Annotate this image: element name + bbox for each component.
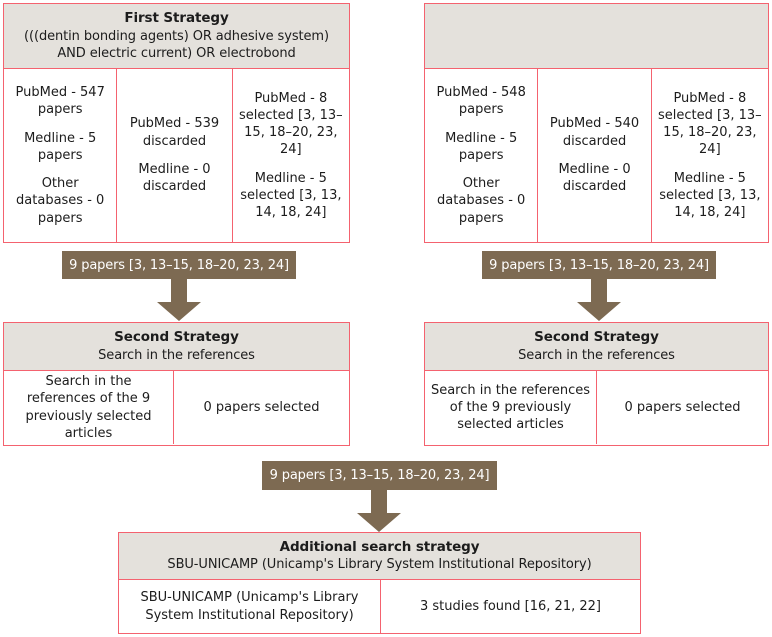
left-second-strategy-columns: Search in the references of the 9 previo… <box>4 371 349 444</box>
left-found-line-2: Medline - 5 papers <box>24 130 97 163</box>
left-second-strategy-col-action: Search in the references of the 9 previo… <box>4 371 173 444</box>
right-second-action-text: Search in the references of the 9 previo… <box>430 382 591 433</box>
additional-source-text: SBU-UNICAMP (Unicamp's Library System In… <box>140 590 359 623</box>
left-second-strategy-header: Second Strategy Search in the references <box>4 323 349 371</box>
right-discarded-line-2: Medline - 0 discarded <box>558 162 631 195</box>
left-first-strategy-columns: PubMed - 547 papers Medline - 5 papers O… <box>4 69 349 242</box>
left-second-action-text: Search in the references of the 9 previo… <box>25 373 152 441</box>
left-found-line-1: PubMed - 547 papers <box>15 85 105 118</box>
additional-strategy-columns: SBU-UNICAMP (Unicamp's Library System In… <box>119 580 640 633</box>
right-second-strategy-columns: Search in the references of the 9 previo… <box>425 371 768 444</box>
right-selected-line-2: Medline - 5 selected [3, 13, 14, 18, 24] <box>659 170 761 221</box>
left-first-strategy-query-line2: AND electric current) OR electrobond <box>57 45 296 61</box>
right-found-line-3: Other databases - 0 papers <box>437 176 526 226</box>
additional-strategy-col-result: 3 studies found [16, 21, 22] <box>380 580 640 633</box>
left-discarded-line-2: Medline - 0 discarded <box>138 162 211 195</box>
right-second-strategy-title: Second Strategy <box>534 329 659 346</box>
right-first-strategy-box: PubMed - 548 papers Medline - 5 papers O… <box>424 3 769 243</box>
left-selected-line-2: Medline - 5 selected [3, 13, 14, 18, 24] <box>240 170 342 221</box>
left-first-strategy-header: First Strategy (((dentin bonding agents)… <box>4 4 349 69</box>
right-second-result-text: 0 papers selected <box>624 399 741 415</box>
left-found-line-3: Other databases - 0 papers <box>16 176 105 226</box>
right-first-strategy-columns: PubMed - 548 papers Medline - 5 papers O… <box>425 69 768 242</box>
left-selected-line-1: PubMed - 8 selected [3, 13–15, 18–20, 23… <box>239 90 343 158</box>
left-down-arrow-icon <box>157 279 201 321</box>
right-down-arrow-icon <box>577 279 621 321</box>
merge-connector-label: 9 papers [3, 13–15, 18–20, 23, 24] <box>262 461 497 490</box>
left-second-strategy-title: Second Strategy <box>114 329 239 346</box>
additional-strategy-header: Additional search strategy SBU-UNICAMP (… <box>119 533 640 580</box>
right-second-strategy-header: Second Strategy Search in the references <box>425 323 768 371</box>
left-first-strategy-title: First Strategy <box>124 9 229 26</box>
left-first-strategy-col-discarded: PubMed - 539 discarded Medline - 0 disca… <box>116 69 231 242</box>
right-found-line-2: Medline - 5 papers <box>445 130 518 163</box>
merge-down-arrow-icon <box>357 490 401 532</box>
right-second-strategy-subtitle: Search in the references <box>518 347 675 363</box>
right-discarded-line-1: PubMed - 540 discarded <box>549 116 640 149</box>
right-second-strategy-col-result: 0 papers selected <box>596 371 768 444</box>
right-connector-label: 9 papers [3, 13–15, 18–20, 23, 24] <box>482 251 716 279</box>
right-second-strategy-box: Second Strategy Search in the references… <box>424 322 769 446</box>
left-first-strategy-box: First Strategy (((dentin bonding agents)… <box>3 3 350 243</box>
additional-strategy-title: Additional search strategy <box>279 538 480 555</box>
right-first-strategy-header <box>425 4 768 69</box>
left-first-strategy-col-selected: PubMed - 8 selected [3, 13–15, 18–20, 23… <box>231 69 349 242</box>
right-selected-line-1: PubMed - 8 selected [3, 13–15, 18–20, 23… <box>658 90 762 158</box>
right-first-strategy-col-discarded: PubMed - 540 discarded Medline - 0 disca… <box>537 69 650 242</box>
right-second-strategy-col-action: Search in the references of the 9 previo… <box>425 371 596 444</box>
additional-strategy-subtitle: SBU-UNICAMP (Unicamp's Library System In… <box>167 557 592 573</box>
left-second-strategy-box: Second Strategy Search in the references… <box>3 322 350 446</box>
left-first-strategy-query-line1: (((dentin bonding agents) OR adhesive sy… <box>24 28 329 44</box>
left-first-strategy-col-found: PubMed - 547 papers Medline - 5 papers O… <box>4 69 116 242</box>
right-found-line-1: PubMed - 548 papers <box>436 85 526 118</box>
right-first-strategy-col-selected: PubMed - 8 selected [3, 13–15, 18–20, 23… <box>650 69 768 242</box>
additional-result-text: 3 studies found [16, 21, 22] <box>420 598 601 614</box>
left-discarded-line-1: PubMed - 539 discarded <box>129 116 220 149</box>
left-connector-label: 9 papers [3, 13–15, 18–20, 23, 24] <box>62 251 296 279</box>
left-second-result-text: 0 papers selected <box>203 399 320 415</box>
left-second-strategy-col-result: 0 papers selected <box>173 371 349 444</box>
additional-strategy-box: Additional search strategy SBU-UNICAMP (… <box>118 532 641 634</box>
left-second-strategy-subtitle: Search in the references <box>98 347 255 363</box>
additional-strategy-col-source: SBU-UNICAMP (Unicamp's Library System In… <box>119 580 380 633</box>
right-first-strategy-col-found: PubMed - 548 papers Medline - 5 papers O… <box>425 69 537 242</box>
